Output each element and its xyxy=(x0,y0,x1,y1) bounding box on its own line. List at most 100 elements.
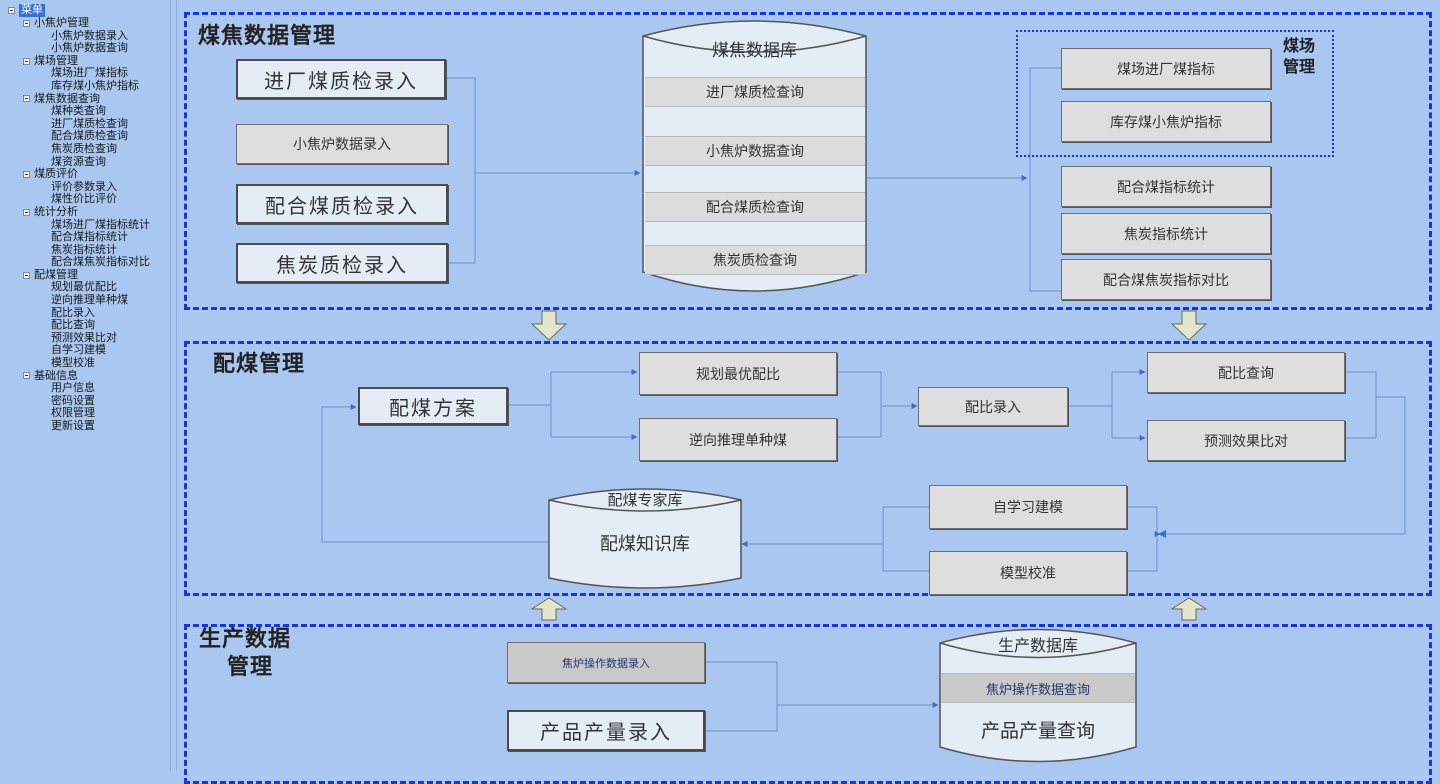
tree-item[interactable]: 逆向推理单种煤 xyxy=(51,293,128,307)
tree-item[interactable]: 配合煤质检查询 xyxy=(51,129,128,143)
tree-item[interactable]: 煤性价比评价 xyxy=(51,192,117,206)
tree-item[interactable]: 配比查询 xyxy=(51,318,95,332)
coal-yard-incoming-index[interactable]: 煤场进厂煤指标 xyxy=(1061,48,1271,89)
input-blended-coal-quality[interactable]: 配合煤质检录入 xyxy=(236,184,448,224)
tree-item[interactable]: 焦炭指标统计 xyxy=(51,242,117,256)
tree-item[interactable]: 煤场进厂煤指标统计 xyxy=(51,217,150,231)
prediction-compare[interactable]: 预测效果比对 xyxy=(1147,420,1345,461)
tree-root[interactable]: 菜单 xyxy=(8,4,150,17)
tree-item[interactable]: 小焦炉数据查询 xyxy=(51,41,128,55)
db-query-coke[interactable]: 焦炭质检查询 xyxy=(645,245,865,275)
production-title-line2: 管理 xyxy=(227,655,274,680)
tree-group-small-oven: 小焦炉管理 小焦炉数据录入 小焦炉数据查询 xyxy=(23,16,150,55)
model-calibration[interactable]: 模型校准 xyxy=(929,551,1127,595)
tree-item[interactable]: 权限管理 xyxy=(51,406,95,420)
collapse-icon[interactable] xyxy=(23,95,30,103)
tree-item[interactable]: 煤场进厂煤指标 xyxy=(51,66,128,80)
tree-item[interactable]: 规划最优配比 xyxy=(51,280,117,294)
collapse-icon[interactable] xyxy=(8,7,15,14)
region-title-production: 生产数据 管理 xyxy=(199,626,291,682)
tree-item[interactable]: 焦炭质检查询 xyxy=(51,141,117,155)
tree-group-coal-query: 煤焦数据查询 煤种类查询 进厂煤质检查询 配合煤质检查询 焦炭质检查询 煤资源查… xyxy=(23,91,150,169)
tree-group-head[interactable]: 煤质评价 xyxy=(23,168,150,181)
tree-item[interactable]: 评价参数录入 xyxy=(51,179,117,193)
region-title-blending: 配煤管理 xyxy=(213,352,306,377)
coal-yard-title-line2: 管理 xyxy=(1283,57,1316,76)
tree-item[interactable]: 煤资源查询 xyxy=(51,154,106,168)
tree-group-label[interactable]: 小焦炉管理 xyxy=(34,16,89,29)
tree-group-label[interactable]: 煤场管理 xyxy=(34,53,78,67)
tree-group-head[interactable]: 煤焦数据查询 xyxy=(23,91,150,106)
database-title: 煤焦数据库 xyxy=(712,41,797,61)
coal-yard-title-line1: 煤场 xyxy=(1283,36,1316,55)
tree-group-label[interactable]: 煤焦数据查询 xyxy=(34,91,100,105)
reverse-infer-single-coal[interactable]: 逆向推理单种煤 xyxy=(639,418,837,461)
ratio-entry[interactable]: 配比录入 xyxy=(918,387,1068,426)
tree-group-head[interactable]: 统计分析 xyxy=(23,204,150,219)
tree-item[interactable]: 库存煤小焦炉指标 xyxy=(51,78,139,92)
coal-yard-stock-oven-index[interactable]: 库存煤小焦炉指标 xyxy=(1061,101,1271,142)
tree-root-label[interactable]: 菜单 xyxy=(19,3,45,17)
tree-item[interactable]: 更新设置 xyxy=(51,419,95,432)
tree-item[interactable]: 配合煤指标统计 xyxy=(51,230,128,244)
tree-group-head[interactable]: 基础信息 xyxy=(23,368,150,383)
collapse-icon[interactable] xyxy=(23,19,30,27)
tree-item[interactable]: 用户信息 xyxy=(51,381,95,395)
input-oven-operation-data[interactable]: 焦炉操作数据录入 xyxy=(507,642,705,683)
knowledge-db-title: 配煤专家库 xyxy=(607,491,683,509)
input-incoming-coal-quality[interactable]: 进厂煤质检录入 xyxy=(236,59,446,99)
tree-group-coal-yard: 煤场管理 煤场进厂煤指标 库存煤小焦炉指标 xyxy=(23,53,150,93)
input-coke-quality[interactable]: 焦炭质检录入 xyxy=(236,243,448,283)
splitter[interactable] xyxy=(171,0,177,771)
db-query-oven-operation[interactable]: 焦炉操作数据查询 xyxy=(941,673,1135,703)
collapse-icon[interactable] xyxy=(23,271,30,279)
db-query-product-output[interactable]: 产品产量查询 xyxy=(980,720,1095,742)
stats-coke[interactable]: 焦炭指标统计 xyxy=(1061,213,1271,254)
tree-item[interactable]: 煤种类查询 xyxy=(51,104,106,118)
collapse-icon[interactable] xyxy=(23,372,30,380)
tree-item[interactable]: 配合煤焦炭指标对比 xyxy=(51,255,150,269)
tree-group-head[interactable]: 煤场管理 xyxy=(23,53,150,68)
production-db-title: 生产数据库 xyxy=(997,636,1078,655)
input-product-output[interactable]: 产品产量录入 xyxy=(507,710,705,751)
knowledge-db-body[interactable]: 配煤知识库 xyxy=(600,534,690,555)
tree-group-label[interactable]: 煤质评价 xyxy=(34,167,78,181)
tree-item[interactable]: 模型校准 xyxy=(51,356,95,370)
coal-yard-title: 煤场 管理 xyxy=(1283,35,1315,77)
db-query-incoming-coal[interactable]: 进厂煤质检查询 xyxy=(645,77,865,107)
region-production-data xyxy=(184,624,1432,784)
blending-plan[interactable]: 配煤方案 xyxy=(358,387,508,425)
region-blending-management xyxy=(184,341,1432,596)
block-arrow-down xyxy=(1170,310,1208,341)
block-arrow-up xyxy=(1170,597,1208,621)
coal-yard-management-group xyxy=(1016,30,1334,157)
tree-item[interactable]: 进厂煤质检查询 xyxy=(51,116,128,130)
tree-item[interactable]: 自学习建模 xyxy=(51,343,106,357)
db-query-blended-coal[interactable]: 配合煤质检查询 xyxy=(645,192,865,222)
collapse-icon[interactable] xyxy=(23,57,30,65)
tree-group-head[interactable]: 配煤管理 xyxy=(23,267,150,282)
stats-blended-coal[interactable]: 配合煤指标统计 xyxy=(1061,166,1271,207)
tree-group-label[interactable]: 配煤管理 xyxy=(34,267,78,281)
tree-group-label[interactable]: 基础信息 xyxy=(34,368,78,382)
tree-group-quality-eval: 煤质评价 评价参数录入 煤性价比评价 xyxy=(23,168,150,206)
db-query-small-oven[interactable]: 小焦炉数据查询 xyxy=(645,136,865,166)
tree-item[interactable]: 密码设置 xyxy=(51,393,95,407)
tree-group-label[interactable]: 统计分析 xyxy=(34,204,78,218)
stats-blend-coke-compare[interactable]: 配合煤焦炭指标对比 xyxy=(1061,259,1271,300)
tree-group-statistics: 统计分析 煤场进厂煤指标统计 配合煤指标统计 焦炭指标统计 配合煤焦炭指标对比 xyxy=(23,204,150,269)
plan-optimal-ratio[interactable]: 规划最优配比 xyxy=(639,352,837,395)
tree-group-blending: 配煤管理 规划最优配比 逆向推理单种煤 配比录入 配比查询 预测效果比对 自学习… xyxy=(23,267,150,370)
tree-item[interactable]: 配比录入 xyxy=(51,305,95,319)
region-coal-data-management xyxy=(184,12,1432,310)
input-small-oven-data[interactable]: 小焦炉数据录入 xyxy=(236,124,448,164)
tree-group-head[interactable]: 小焦炉管理 xyxy=(23,16,150,30)
tree-item[interactable]: 预测效果比对 xyxy=(51,330,117,344)
ratio-query[interactable]: 配比查询 xyxy=(1147,352,1345,393)
block-arrow-up xyxy=(530,597,568,621)
tree-item[interactable]: 小焦炉数据录入 xyxy=(51,28,128,42)
self-learning-modeling[interactable]: 自学习建模 xyxy=(929,485,1127,529)
collapse-icon[interactable] xyxy=(23,170,30,178)
collapse-icon[interactable] xyxy=(23,208,30,216)
